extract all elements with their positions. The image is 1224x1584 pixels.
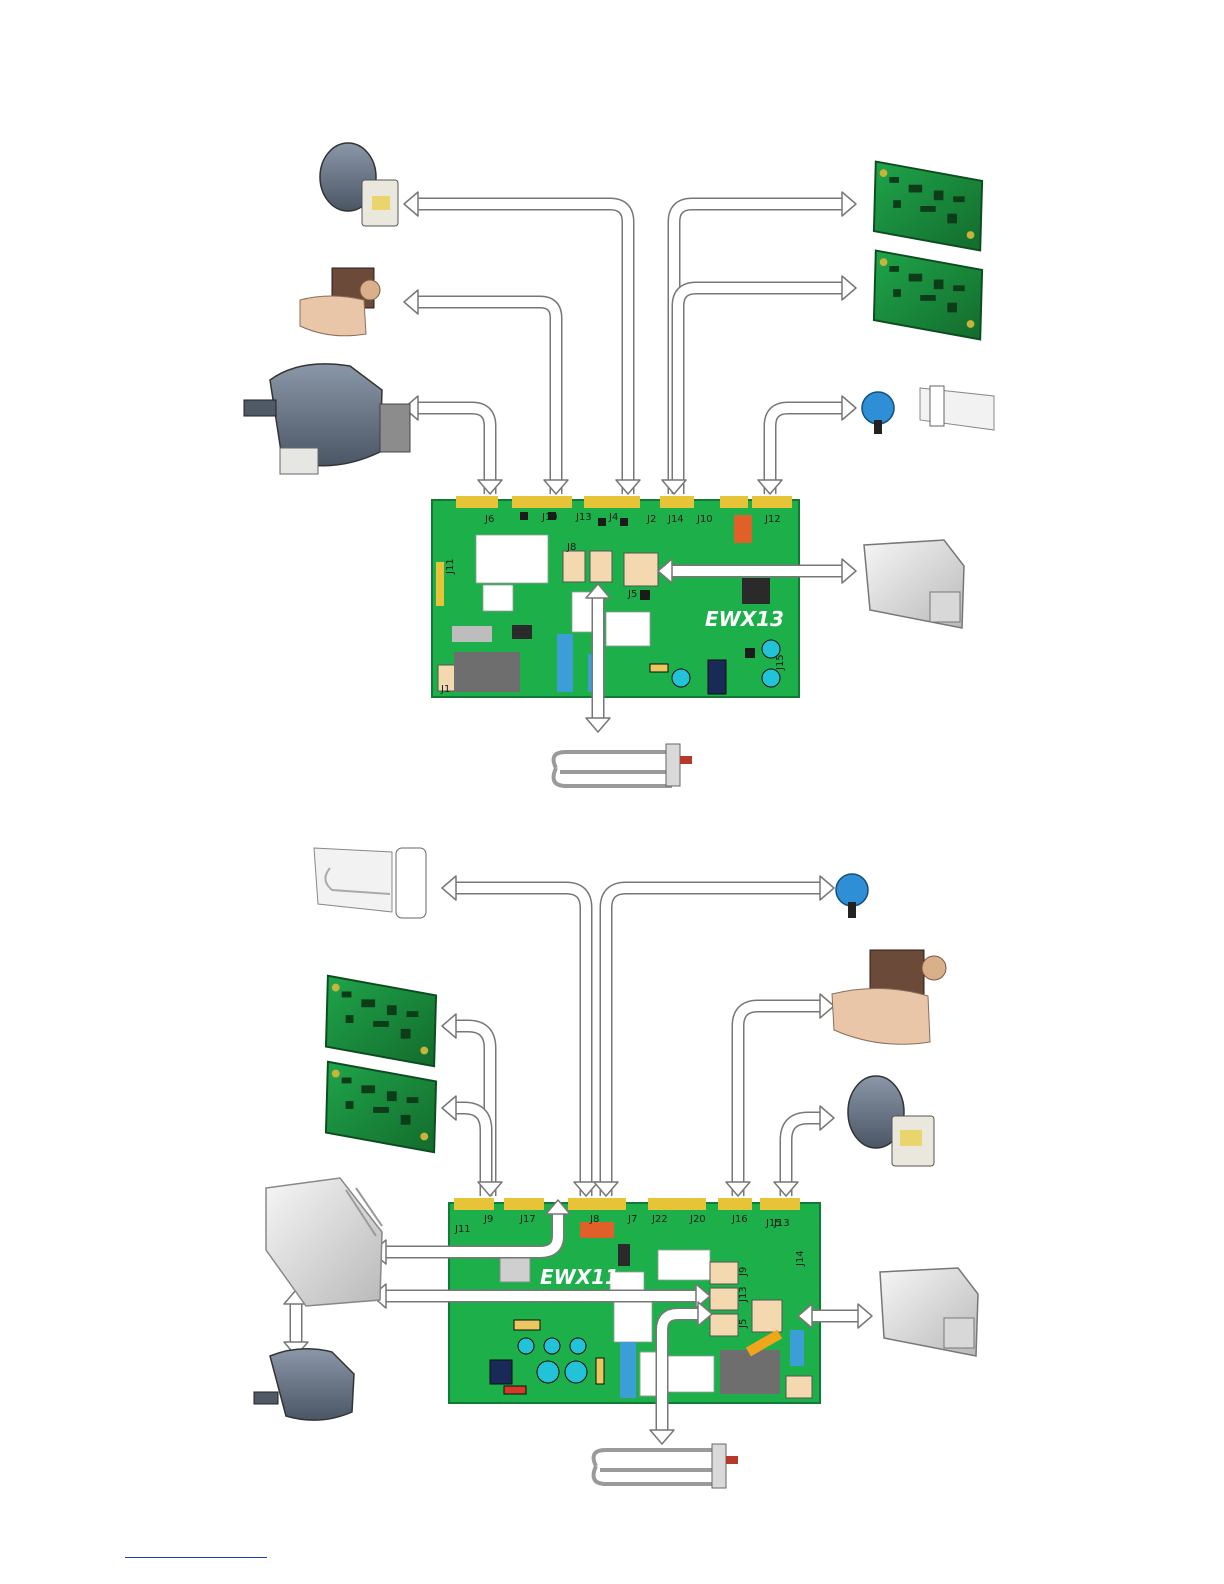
- connector-label: J13: [738, 1286, 749, 1303]
- pressure-switch-icon: [836, 874, 868, 918]
- connector-label: J22: [651, 1214, 668, 1225]
- connector-label: J20: [689, 1214, 706, 1225]
- motor-control-module-icon: [266, 1178, 382, 1306]
- ntc-sensor-icon: [314, 848, 426, 918]
- user-interface-board-icon: [874, 251, 982, 340]
- pressure-switch-icon: [862, 392, 894, 434]
- connector-label: J2: [646, 514, 656, 525]
- motor-icon: [244, 364, 410, 474]
- ewx11-board-name: EWX11: [540, 1265, 619, 1289]
- water-valve-icon: [300, 268, 380, 336]
- drain-pump-icon: [848, 1076, 934, 1166]
- connector-label: J4: [608, 512, 618, 523]
- heater-icon: [594, 1444, 738, 1488]
- water-valve-icon: [832, 950, 946, 1044]
- user-interface-board-icon: [874, 162, 982, 251]
- connector-label: J17: [519, 1214, 536, 1225]
- door-lock-icon: [880, 1268, 978, 1356]
- door-lock-icon: [864, 540, 964, 628]
- connector-label: J10: [696, 514, 713, 525]
- connector-label: J11: [454, 1224, 471, 1235]
- connector-label: J5: [627, 589, 637, 600]
- connector-label: J7: [627, 1214, 637, 1225]
- footnote-rule: [125, 1557, 267, 1558]
- connector-label: J15: [765, 1218, 782, 1229]
- connector-label: J16: [731, 1214, 748, 1225]
- ewx13-section: EWX13 J6 J10 J13 J4 J2 J14 J10 J12 J11 J…: [244, 143, 994, 786]
- connector-label: J14: [667, 514, 684, 525]
- ewx11-section: EWX11 J11 J9 J17 J8 J7 J22 J20 J16 J13 J…: [254, 848, 978, 1488]
- drain-pump-icon: [320, 143, 398, 226]
- connector-label: J13: [575, 512, 592, 523]
- connector-label: J11: [445, 558, 456, 575]
- ewx13-board-name: EWX13: [705, 607, 784, 631]
- ntc-sensor-icon: [920, 386, 994, 430]
- heater-icon: [554, 744, 692, 786]
- connector-label: J14: [795, 1250, 806, 1267]
- motor-icon: [254, 1349, 354, 1420]
- connector-label: J8: [589, 1214, 599, 1225]
- connector-label: J9: [483, 1214, 493, 1225]
- connector-label: J15: [775, 654, 786, 671]
- user-interface-board-icon: [326, 1062, 436, 1152]
- connector-label: J5: [738, 1319, 749, 1329]
- connector-label: J1: [440, 684, 450, 695]
- connector-label: J8: [566, 542, 576, 553]
- connector-label: J9: [738, 1267, 749, 1277]
- connector-label: J12: [764, 514, 781, 525]
- connector-label: J6: [484, 514, 494, 525]
- user-interface-board-icon: [326, 976, 436, 1066]
- connector-label: J10: [541, 512, 558, 523]
- ewx13-board: EWX13 J6 J10 J13 J4 J2 J14 J10 J12 J11 J…: [432, 496, 799, 697]
